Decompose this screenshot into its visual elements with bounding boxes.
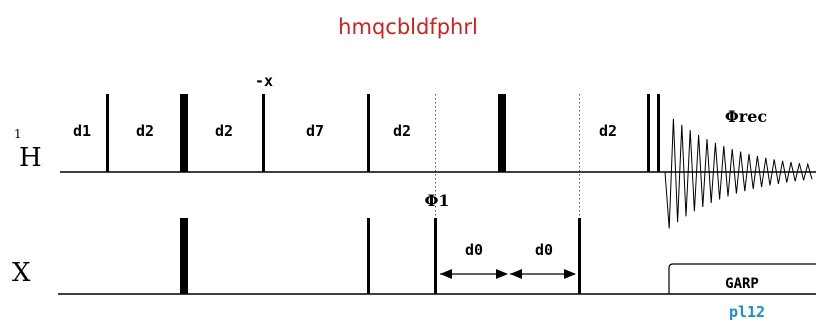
h-channel-label: H <box>19 143 42 173</box>
delay-label-d0: d0 <box>465 241 483 259</box>
x-pulse-90-3 <box>578 218 581 294</box>
decoupling-power-label: pl12 <box>729 303 765 321</box>
fid-signal <box>664 118 813 229</box>
d0-arrowhead-left-1 <box>440 269 452 279</box>
garp-decoupling-box <box>668 263 816 294</box>
h-pulse-90-1 <box>106 94 109 172</box>
sequence-title: hmqcbldfphrl <box>338 15 478 39</box>
delay-label-d2: d2 <box>393 122 411 140</box>
d0-arrowhead-left-2 <box>510 269 522 279</box>
delay-label-d0: d0 <box>535 241 553 259</box>
d0-arrowhead-right-2 <box>564 269 576 279</box>
x-channel-label: X <box>12 258 31 288</box>
h-channel-superscript: 1 <box>14 127 22 141</box>
x-pulse-180 <box>180 218 188 294</box>
h-pulse-90-2 <box>262 94 265 172</box>
d0-arrowhead-right-1 <box>496 269 508 279</box>
h-pulse-90-3 <box>367 94 370 172</box>
phase-label-minus-x: -x <box>255 72 273 90</box>
h-pulse-90-4 <box>647 94 650 172</box>
x-pulse-90-2 <box>434 218 437 294</box>
h-pulse-90-5 <box>657 94 660 172</box>
phase-label-phi1: Φ1 <box>424 191 449 210</box>
h-pulse-180-1 <box>180 94 188 172</box>
h-pulse-180-2 <box>498 94 506 172</box>
x-pulse-90-1 <box>367 218 370 294</box>
delay-label-d1: d1 <box>73 122 91 140</box>
garp-label: GARP <box>725 276 759 292</box>
delay-label-d2: d2 <box>215 122 233 140</box>
delay-label-d2: d2 <box>136 122 154 140</box>
delay-label-d7: d7 <box>306 122 324 140</box>
delay-label-d2: d2 <box>599 122 617 140</box>
phase-label-phi-rec: Φrec <box>725 107 768 126</box>
